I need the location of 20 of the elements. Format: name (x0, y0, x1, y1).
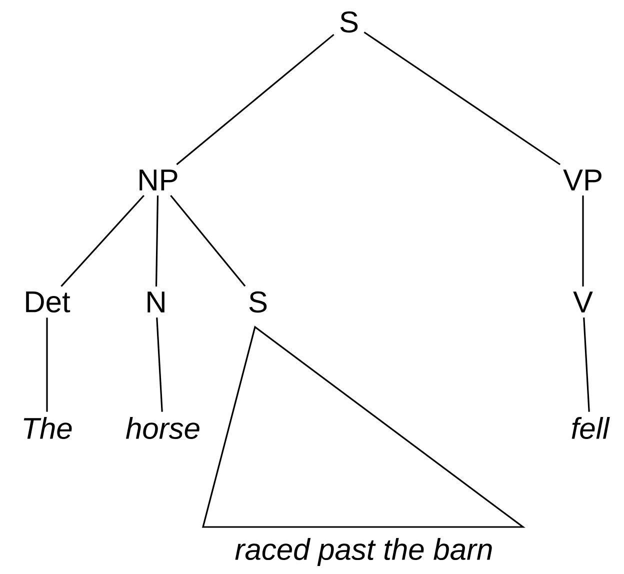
tree-branch (582, 196, 584, 286)
tree-branch (364, 32, 561, 166)
tree-branch (170, 195, 246, 287)
category-label: Det (26, 292, 70, 312)
tree-branch (156, 317, 163, 412)
tree-branch (583, 317, 590, 412)
tree-branch (46, 318, 48, 412)
category-label: S (340, 11, 358, 33)
word-label: fell (572, 416, 610, 440)
tree-branch (155, 196, 159, 286)
word-label: The (24, 416, 72, 440)
category-label: VP (563, 170, 602, 190)
category-label: S (249, 291, 267, 313)
category-label: NP (140, 170, 178, 190)
category-label: N (148, 292, 164, 312)
word-label: horse (126, 416, 200, 440)
tree-branch (176, 34, 334, 166)
tree-branch (60, 194, 144, 287)
category-label: V (573, 292, 593, 312)
phrase-label: raced past the barn (235, 538, 492, 566)
